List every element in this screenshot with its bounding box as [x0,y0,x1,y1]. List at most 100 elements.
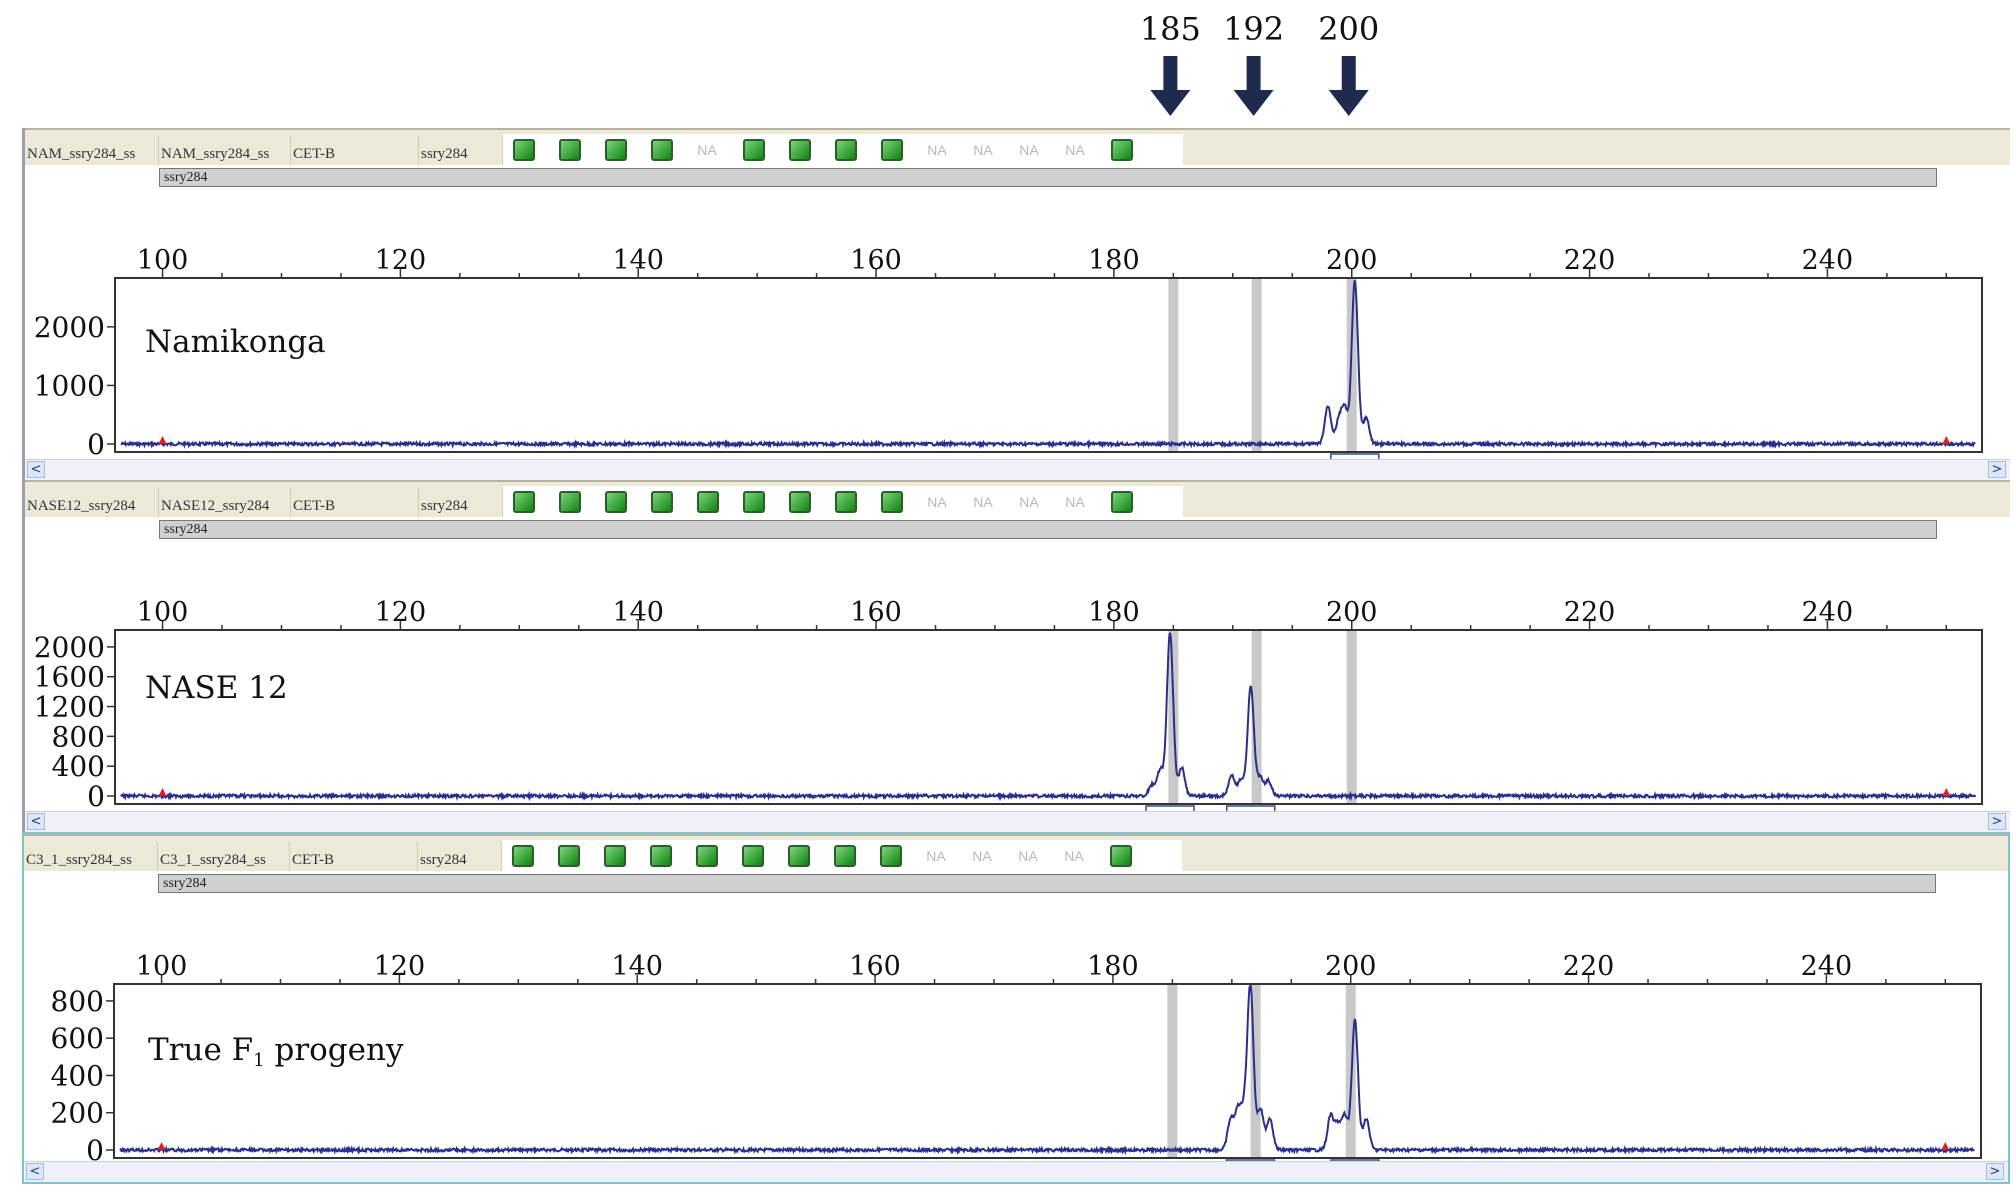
header-cell[interactable]: C3_1_ssry284_ss [24,842,158,871]
allele-arrow-192: 192 [1223,10,1284,116]
quality-na-flag[interactable]: NA [1065,142,1085,158]
y-tick-label: 800 [52,720,105,753]
header-cell[interactable]: CET-B [291,136,419,165]
scroll-right-button[interactable]: > [1988,813,2006,830]
quality-pass-icon[interactable] [512,845,534,867]
arrow-head [1150,90,1191,116]
horizontal-scrollbar[interactable]: <> [25,811,2010,832]
x-tick-label: 100 [137,245,189,276]
y-tick-label: 200 [51,1097,104,1130]
header-cell[interactable]: NASE12_ssry284 [25,488,159,517]
quality-pass-icon[interactable] [1110,845,1132,867]
quality-pass-icon[interactable] [743,491,765,513]
header-cell[interactable]: NASE12_ssry284 [159,488,291,517]
arrow-head [1233,90,1274,116]
scroll-right-button[interactable]: > [1986,1163,2004,1180]
x-tick-label: 120 [374,951,426,982]
header-cell[interactable]: ssry284 [419,488,503,517]
x-tick-label: 200 [1326,597,1378,628]
quality-pass-icon[interactable] [742,845,764,867]
scroll-left-button[interactable]: < [27,461,45,478]
quality-na-flag[interactable]: NA [927,142,947,158]
quality-na-flag[interactable]: NA [1019,142,1039,158]
scroll-right-button[interactable]: > [1988,461,2006,478]
quality-pass-icon[interactable] [789,139,811,161]
quality-pass-icon[interactable] [1111,491,1133,513]
horizontal-scrollbar[interactable]: <> [24,1161,2008,1182]
y-tick-label: 2000 [34,631,105,664]
size-standard-marker [1941,1142,1950,1150]
header-cell[interactable]: NAM_ssry284_ss [159,136,291,165]
quality-pass-icon[interactable] [558,845,580,867]
x-tick-label: 220 [1564,245,1616,276]
quality-pass-icon[interactable] [834,845,856,867]
scroll-left-button[interactable]: < [27,813,45,830]
x-tick-label: 180 [1088,597,1140,628]
quality-pass-icon[interactable] [789,491,811,513]
quality-na-flag[interactable]: NA [973,494,993,510]
header-cell[interactable]: NAM_ssry284_ss [25,136,159,165]
quality-pass-icon[interactable] [697,491,719,513]
quality-pass-icon[interactable] [559,491,581,513]
x-tick-label: 160 [850,597,902,628]
quality-pass-icon[interactable] [881,491,903,513]
sample-label: NASE 12 [145,670,288,706]
quality-na-flag[interactable]: NA [1065,494,1085,510]
header-cell[interactable]: C3_1_ssry284_ss [158,842,290,871]
y-tick-label: 600 [51,1022,104,1055]
y-tick-label: 0 [87,780,105,812]
quality-pass-icon[interactable] [835,139,857,161]
quality-pass-icon[interactable] [604,845,626,867]
quality-pass-icon[interactable] [696,845,718,867]
quality-pass-icon[interactable] [605,139,627,161]
quality-na-flag[interactable]: NA [973,142,993,158]
allele-bin [1167,984,1178,1158]
quality-na-flag[interactable]: NA [926,848,946,864]
x-tick-label: 120 [375,245,427,276]
quality-na-flag[interactable]: NA [1019,494,1039,510]
x-tick-label: 140 [612,245,664,276]
scroll-left-button[interactable]: < [26,1163,44,1180]
arrow-head [1328,90,1369,116]
quality-na-flag[interactable]: NA [1064,848,1084,864]
allele-bin [1345,984,1356,1158]
marker-bin-bar[interactable]: ssry284 [159,520,1937,539]
header-cell[interactable]: ssry284 [419,136,503,165]
quality-pass-icon[interactable] [881,139,903,161]
sample-label: True F1 progeny [148,1032,404,1071]
quality-pass-icon[interactable] [650,845,672,867]
marker-bin-bar[interactable]: ssry284 [159,168,1937,187]
header-cell[interactable]: CET-B [290,842,418,871]
quality-pass-icon[interactable] [788,845,810,867]
quality-pass-icon[interactable] [880,845,902,867]
quality-na-flag[interactable]: NA [1018,848,1038,864]
quality-flags: NA NA NA NA NA [503,134,1183,165]
quality-pass-icon[interactable] [651,139,673,161]
quality-pass-icon[interactable] [513,139,535,161]
quality-pass-icon[interactable] [835,491,857,513]
quality-pass-icon[interactable] [513,491,535,513]
electropherogram-plot: 100120140160180200220240010002000200200.… [34,245,1983,460]
quality-na-flag[interactable]: NA [972,848,992,864]
quality-pass-icon[interactable] [605,491,627,513]
quality-pass-icon[interactable] [1111,139,1133,161]
x-tick-label: 160 [850,245,902,276]
quality-pass-icon[interactable] [651,491,673,513]
header-cell[interactable]: ssry284 [418,842,502,871]
x-tick-label: 240 [1801,951,1853,982]
quality-na-flag[interactable]: NA [927,494,947,510]
horizontal-scrollbar[interactable]: <> [25,459,2010,480]
quality-na-flag[interactable]: NA [697,142,717,158]
quality-pass-icon[interactable] [743,139,765,161]
quality-pass-icon[interactable] [559,139,581,161]
size-standard-marker [1942,788,1951,796]
y-tick-label: 2000 [34,311,105,344]
size-standard-marker [157,1142,166,1150]
header-cell[interactable]: CET-B [291,488,419,517]
x-tick-label: 220 [1563,951,1615,982]
allele-arrow-label: 192 [1223,10,1284,48]
marker-bin-bar[interactable]: ssry284 [158,874,1936,893]
